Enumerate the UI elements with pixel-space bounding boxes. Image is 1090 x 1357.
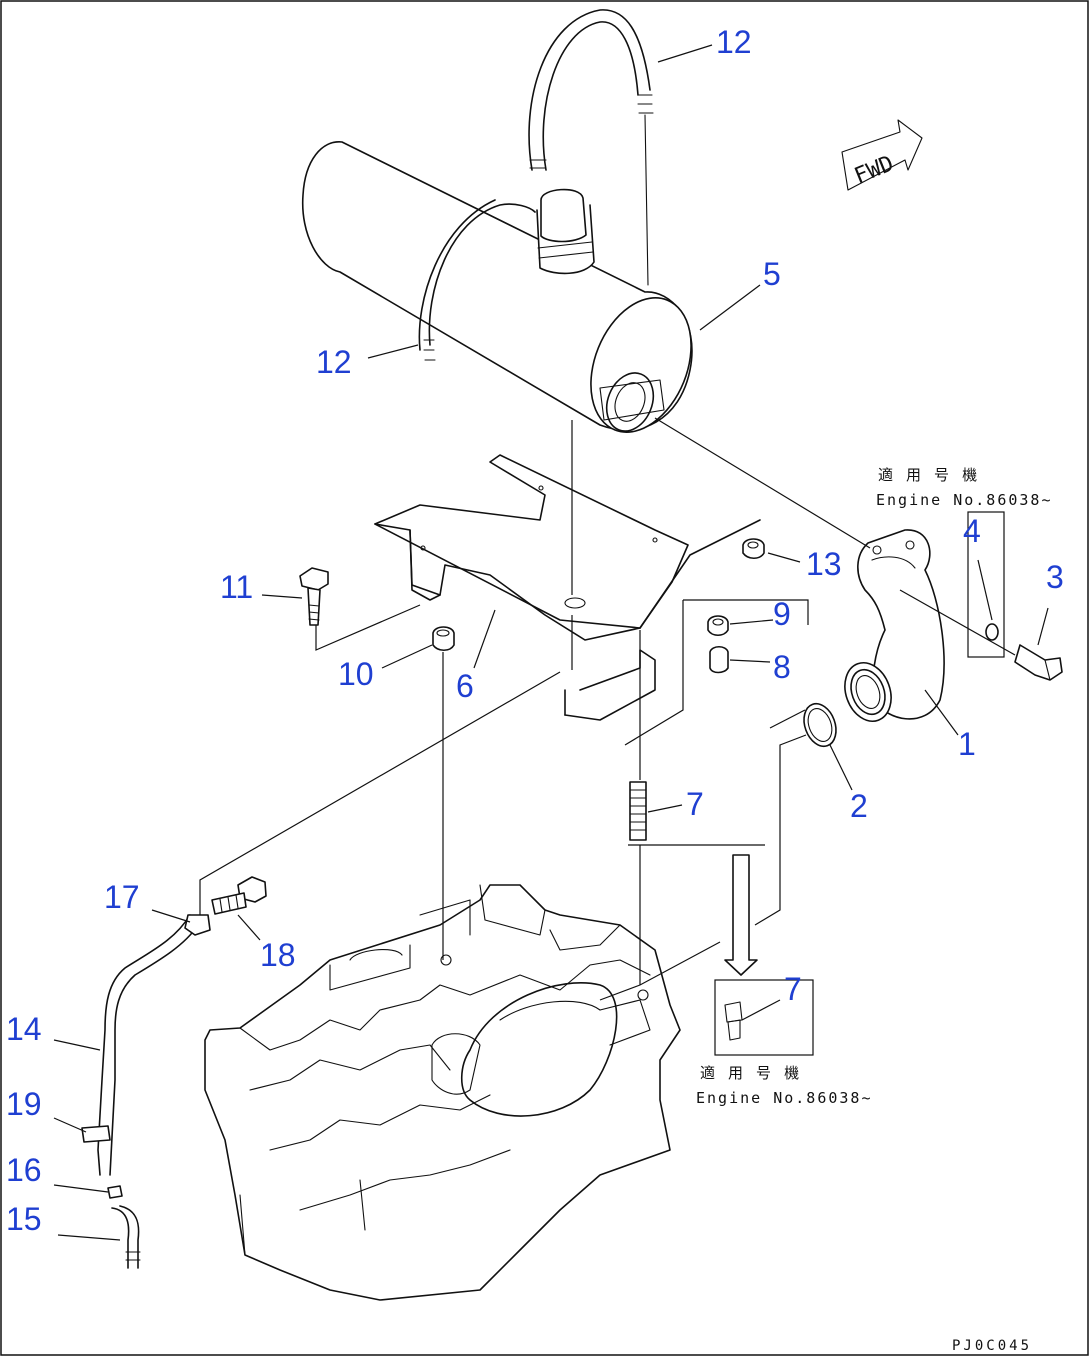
u-bolt xyxy=(528,9,654,286)
callout-8: 8 xyxy=(773,649,791,685)
stud-7 xyxy=(629,781,647,841)
callout-4: 4 xyxy=(963,513,981,549)
nut-9 xyxy=(707,615,729,637)
spacer-8 xyxy=(709,645,729,674)
callout-12b: 12 xyxy=(316,344,352,380)
engine-block xyxy=(204,884,681,1301)
elbow-17 xyxy=(184,914,211,936)
washer-4 xyxy=(985,623,999,641)
figure-code: PJ0C045 xyxy=(952,1338,1032,1354)
callout-15: 15 xyxy=(6,1201,42,1237)
note-top-en: Engine No.86038~ xyxy=(876,491,1053,509)
bolt-11 xyxy=(299,567,329,626)
fwd-label: FWD xyxy=(851,151,897,189)
callout-5: 5 xyxy=(763,256,781,292)
callout-1: 1 xyxy=(958,726,976,762)
gasket-inner xyxy=(807,708,833,742)
fwd-arrow-icon: FWD xyxy=(841,119,923,191)
muffler-bracket xyxy=(374,454,761,721)
nut-10 xyxy=(432,626,455,652)
bolt-3 xyxy=(1014,644,1063,681)
callout-7b: 7 xyxy=(784,971,802,1007)
drain-pipe xyxy=(81,914,199,1269)
muffler xyxy=(301,141,693,433)
note-top-jp: 適 用 号 機 xyxy=(878,466,979,484)
callout-10: 10 xyxy=(338,656,374,692)
detail-box xyxy=(714,979,814,1056)
callout-19: 19 xyxy=(6,1086,42,1122)
down-arrow-icon xyxy=(724,854,758,976)
assembly-lines xyxy=(199,417,1016,1001)
callout-18: 18 xyxy=(260,937,296,973)
callout-6: 6 xyxy=(456,668,474,704)
callout-2: 2 xyxy=(850,788,868,824)
callout-7a: 7 xyxy=(686,786,704,822)
callout-9: 9 xyxy=(773,596,791,632)
callout-11: 11 xyxy=(220,569,253,605)
note-box-top xyxy=(967,511,1005,658)
callout-12a: 12 xyxy=(716,24,752,60)
u-bolt-lower-end xyxy=(423,339,436,361)
note-bottom-jp: 適 用 号 機 xyxy=(700,1064,801,1082)
callout-3: 3 xyxy=(1046,559,1064,595)
exhaust-elbow xyxy=(844,529,945,722)
callout-leaders xyxy=(53,44,1049,1241)
callouts: 1 2 3 4 5 6 7 7 8 9 10 11 12 12 13 14 15… xyxy=(6,24,1064,1237)
callout-14: 14 xyxy=(6,1011,42,1047)
note-bottom-en: Engine No.86038~ xyxy=(696,1089,873,1107)
bolt-18 xyxy=(211,876,267,915)
gasket xyxy=(803,702,837,748)
callout-16: 16 xyxy=(6,1152,42,1188)
callout-17: 17 xyxy=(104,879,140,915)
stud-7-detail xyxy=(724,1001,743,1041)
nut-13 xyxy=(742,538,765,560)
callout-13: 13 xyxy=(806,546,842,582)
